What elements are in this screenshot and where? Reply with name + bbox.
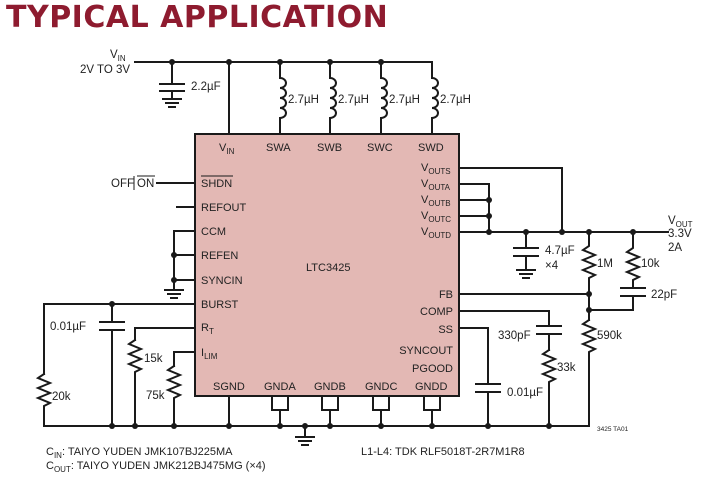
vout-voltage-label: 3.3V xyxy=(668,228,692,240)
pin-ss: SS xyxy=(438,324,453,336)
pin-refout: REFOUT xyxy=(201,202,247,214)
pin-pgood: PGOOD xyxy=(412,363,453,375)
r-ilim-label: 75k xyxy=(146,390,165,402)
pin-voutc: VOUTC xyxy=(421,210,451,224)
r-fb-top-label: 1M xyxy=(597,258,613,270)
pin-gndc: GNDC xyxy=(365,381,397,393)
inductor-swd-label: 2.7µH xyxy=(440,94,471,106)
figure-id: 3425 TA01 xyxy=(597,426,629,433)
vout-current-label: 2A xyxy=(668,242,682,254)
vout-label: VOUT xyxy=(668,215,693,229)
pin-vin: VIN xyxy=(219,142,235,156)
pin-syncin: SYNCIN xyxy=(201,275,243,287)
pin-burst: BURST xyxy=(201,299,239,311)
r-fb-bot-label: 590k xyxy=(597,330,622,342)
pin-sgnd: SGND xyxy=(213,381,245,393)
c-ff-label: 22pF xyxy=(651,289,677,301)
pin-shdn: SHDN xyxy=(201,178,232,190)
pin-swb: SWB xyxy=(317,142,342,154)
pin-swd: SWD xyxy=(418,142,444,154)
pin-syncout: SYNCOUT xyxy=(399,345,453,357)
inductor-swa-label: 2.7µH xyxy=(288,94,319,106)
c-burst-label: 0.01µF xyxy=(50,321,86,333)
note-cin: CIN: TAIYO YUDEN JMK107BJ225MA xyxy=(46,446,233,460)
pin-comp: COMP xyxy=(420,306,453,318)
inductor-swb-label: 2.7µH xyxy=(338,94,369,106)
note-inductors: L1-L4: TDK RLF5018T-2R7M1R8 xyxy=(361,446,525,458)
pin-swa: SWA xyxy=(266,142,291,154)
c-ss-label: 0.01µF xyxy=(507,387,543,399)
r-burst-label: 20k xyxy=(52,391,71,403)
vin-label: VIN xyxy=(110,49,126,63)
pin-vouta: VOUTA xyxy=(421,178,451,192)
pin-voutd: VOUTD xyxy=(421,226,451,240)
note-cout: COUT: TAIYO YUDEN JMK212BJ475MG (×4) xyxy=(46,460,266,474)
r-rt-label: 15k xyxy=(144,353,163,365)
c-comp-label: 330pF xyxy=(498,330,531,342)
pin-voutb: VOUTB xyxy=(421,194,451,208)
shdn-on-label: ON xyxy=(137,178,154,190)
pin-vouts: VOUTS xyxy=(421,162,451,176)
pin-fb: FB xyxy=(439,289,453,301)
pin-rt: RT xyxy=(201,322,214,336)
pin-refen: REFEN xyxy=(201,250,238,262)
shdn-off-label: OFF xyxy=(111,178,134,190)
cin-value-label: 2.2µF xyxy=(191,81,221,93)
section-title: TYPICAL APPLICATION xyxy=(6,0,389,35)
vin-range-label: 2V TO 3V xyxy=(80,64,130,76)
r-ff-label: 10k xyxy=(641,258,660,270)
pin-ilim: ILIM xyxy=(201,347,218,361)
ltc3425-ic-body xyxy=(194,133,460,397)
cout-mult-label: ×4 xyxy=(545,260,559,272)
pin-gndb: GNDB xyxy=(314,381,346,393)
pin-gnda: GNDA xyxy=(264,381,296,393)
pin-gndd: GNDD xyxy=(415,381,447,393)
pin-swc: SWC xyxy=(367,142,393,154)
r-comp-label: 33k xyxy=(557,362,576,374)
cout-label: 4.7µF xyxy=(545,245,575,257)
ic-part-number: LTC3425 xyxy=(306,262,350,274)
pin-ccm: CCM xyxy=(201,226,226,238)
inductor-swc-label: 2.7µH xyxy=(389,94,420,106)
